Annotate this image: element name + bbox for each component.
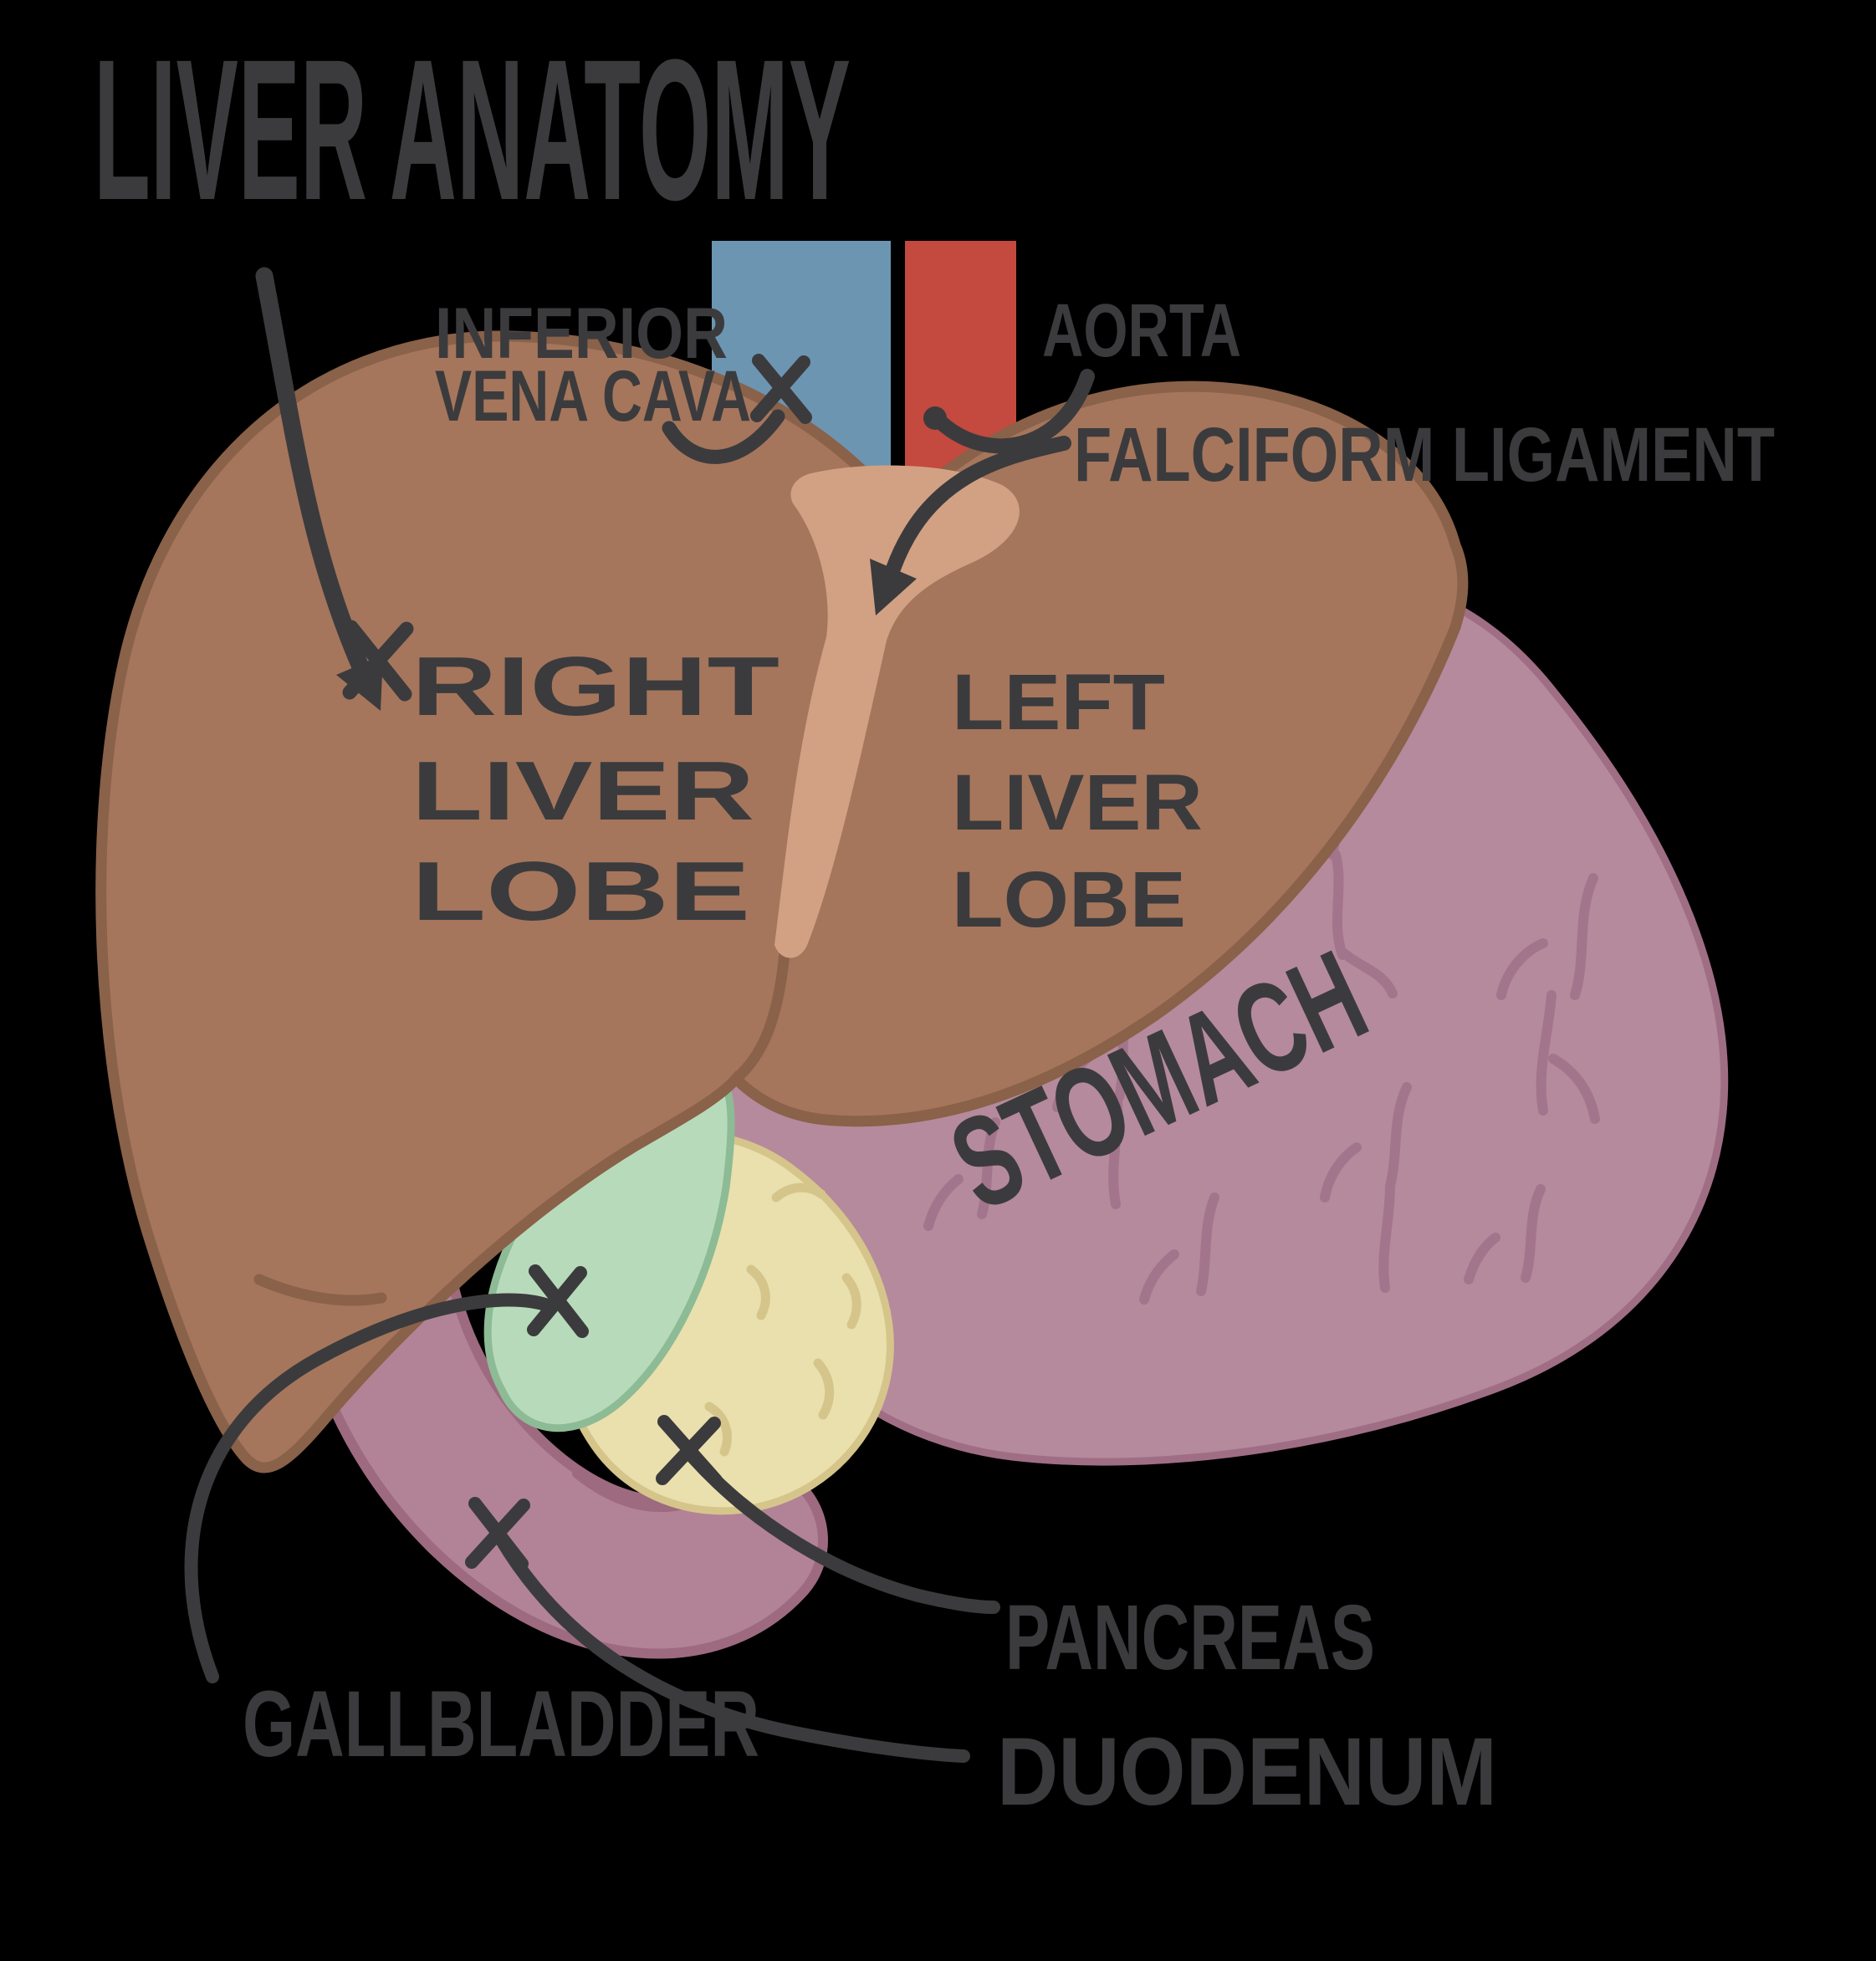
inferior-vena-cava-label-line2: VENA CAVA [435,356,751,437]
liver-detail-line [253,1274,387,1306]
title-to-right-lobe-arrow [255,267,369,674]
left-liver-lobe-label-line2: LIVER [952,758,1203,847]
inferior-vena-cava-label-line1: INFERIOR [435,294,728,374]
falciform-arrowhead [870,559,917,615]
aorta-label: AORTA [1042,289,1241,373]
right-lobe-x-marker [342,620,414,702]
gallbladder-label: GALLBLADDER [243,1672,759,1776]
liver-group [95,330,1469,1473]
gallbladder-arrow [184,1293,552,1683]
pancreas-arrow [686,1450,1000,1614]
annotation-arrows [184,267,1095,1763]
gallbladder-x-marker [527,1264,589,1338]
duodenum-label: DUODENUM [997,1718,1497,1826]
left-liver-lobe-label-line1: LEFT [952,658,1165,747]
vena-cava-arrow [662,409,785,464]
left-liver-lobe-label-line3: LOBE [952,855,1186,944]
duodenum-x-marker [465,1497,530,1570]
falciform-ligament-shape [774,465,1020,958]
page-title: LIVER ANATOMY [94,18,851,242]
right-liver-lobe-label-line3: LOBE [411,845,750,938]
aorta-arrow-dot [923,406,947,430]
aorta-arrow [933,369,1095,454]
duodenum-arrow [495,1534,970,1763]
falciform-arrow [886,436,1071,576]
vena-cava-x-marker [750,354,812,424]
right-liver-lobe-label-line1: RIGHT [411,640,780,733]
pancreas-x-marker [656,1415,723,1487]
right-liver-lobe-label-line2: LIVER [411,744,754,838]
pancreas-label: PANCREAS [1005,1586,1375,1689]
falciform-ligament-label: FALCIFORM LIGAMENT [1074,412,1775,498]
